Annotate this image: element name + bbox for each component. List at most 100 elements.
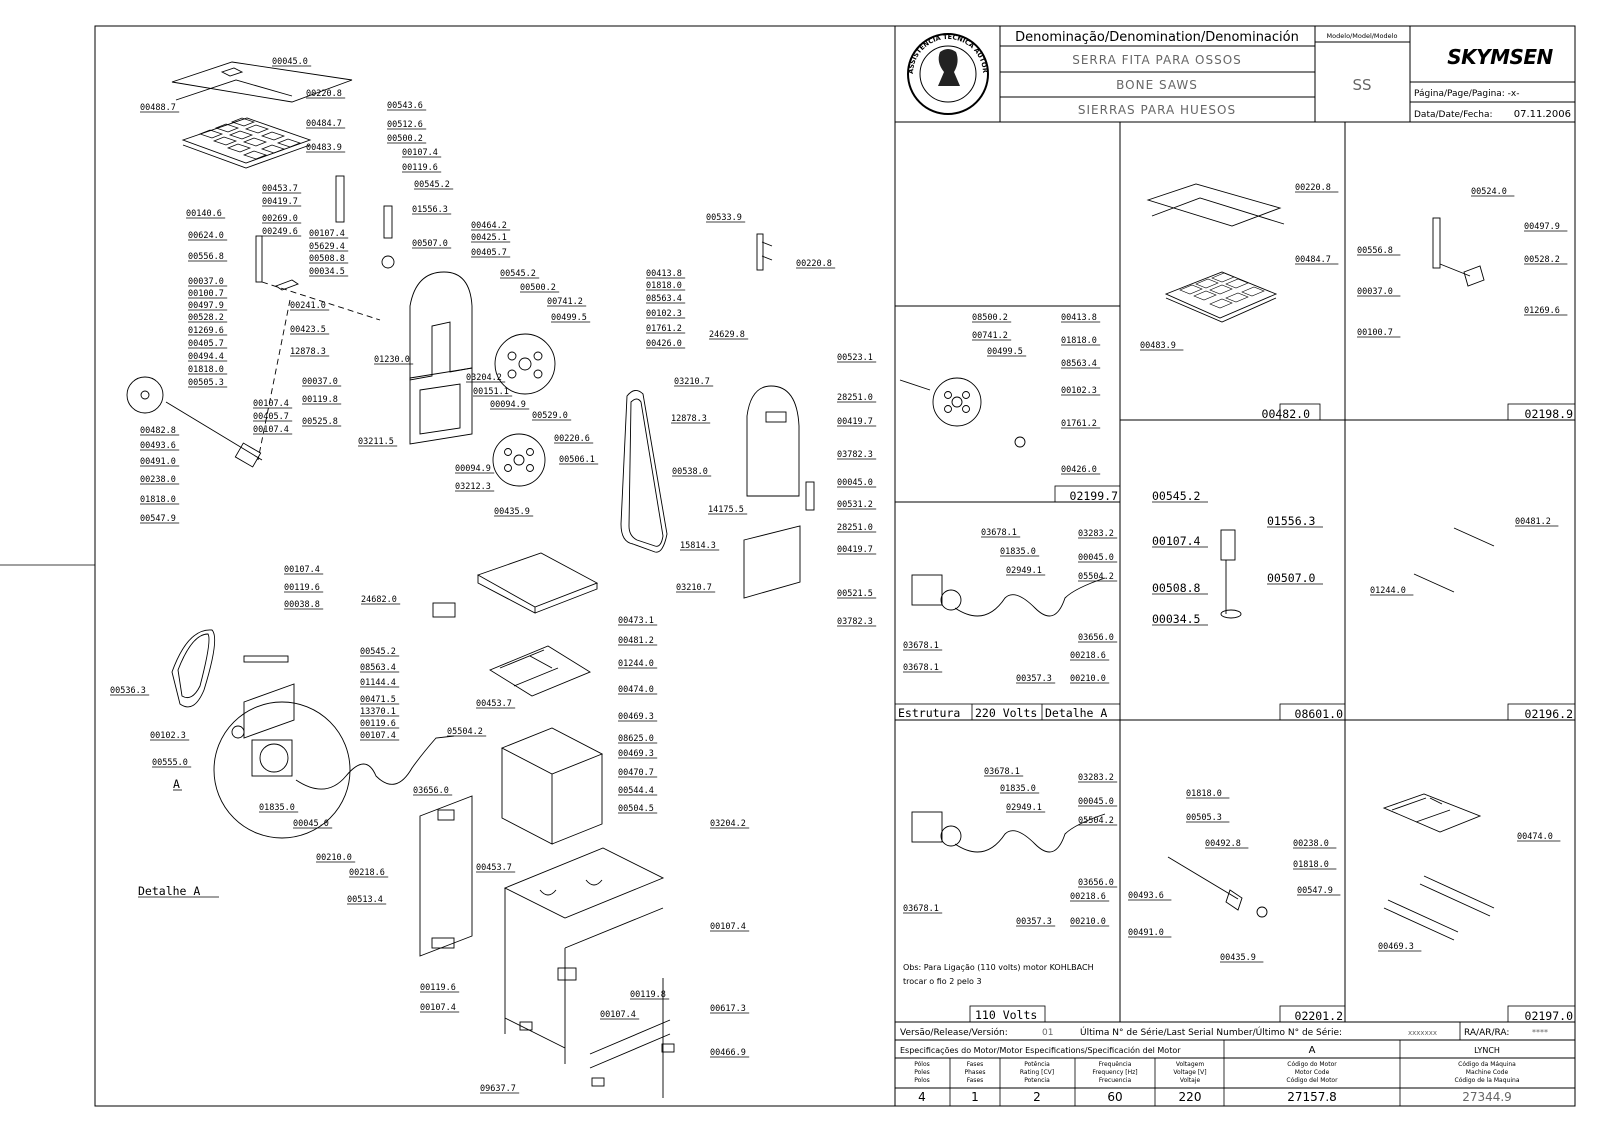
panel-part-label: 00741.2 — [972, 331, 1008, 341]
panel-part-label: 03678.1 — [903, 641, 939, 651]
title-block: ASSISTÊNCIA TÉCNICA AUTORIZADA Denominaç… — [0, 0, 1575, 122]
part-label: 12878.3 — [290, 347, 326, 357]
part-label: 00545.2 — [360, 647, 396, 657]
panel-part-label: 00357.3 — [1016, 917, 1052, 927]
part-label: 00555.0 — [152, 758, 188, 768]
panel-part-label: 00499.5 — [987, 347, 1023, 357]
panel-part-label: 00497.9 — [1524, 222, 1560, 232]
part-label: 00453.7 — [476, 699, 512, 709]
part-label: 03204.2 — [466, 373, 502, 383]
machine-code-value: 27344.9 — [1462, 1090, 1512, 1104]
panel-part-label: 01556.3 — [1267, 514, 1316, 528]
panel-part-label: 00481.2 — [1515, 517, 1551, 527]
panel-part-label: 01818.0 — [1186, 789, 1222, 799]
part-label: 00469.3 — [618, 712, 654, 722]
part-label: 00423.5 — [290, 325, 326, 335]
part-label: 00107.4 — [360, 731, 396, 741]
panel-part-label: 00528.2 — [1524, 255, 1560, 265]
part-label: 00741.2 — [547, 297, 583, 307]
col-phases-pt: Fases — [967, 1061, 984, 1068]
part-label: 00413.8 — [646, 269, 682, 279]
part-label: 00107.4 — [284, 565, 320, 575]
part-label: 00504.5 — [618, 804, 654, 814]
part-label: A — [173, 777, 180, 791]
note-line-1: Obs: Para Ligação (110 volts) motor KOHL… — [903, 963, 1094, 972]
part-label: 00466.9 — [710, 1048, 746, 1058]
part-label: 24682.0 — [361, 595, 397, 605]
part-label: 00513.4 — [347, 895, 383, 905]
part-label: 09637.7 — [480, 1084, 516, 1094]
svg-text:ASSISTÊNCIA TÉCNICA AUTORIZADA: ASSISTÊNCIA TÉCNICA AUTORIZADA — [0, 0, 989, 74]
part-label: 00500.2 — [387, 134, 423, 144]
part-label: 00107.4 — [253, 425, 289, 435]
part-label: 00500.2 — [520, 283, 556, 293]
panel-part-label: 02949.1 — [1006, 803, 1042, 813]
motor-a: A — [1309, 1045, 1316, 1056]
model-value: SS — [1352, 76, 1371, 94]
page-label: Página/Page/Pagina: -x- — [1414, 89, 1520, 99]
part-label: 00528.2 — [188, 313, 224, 323]
col-phases-en: Phases — [964, 1069, 985, 1076]
part-label: 12878.3 — [671, 414, 707, 424]
part-label: 00241.0 — [290, 301, 326, 311]
part-label: 01818.0 — [140, 495, 176, 505]
part-label: 00525.8 — [302, 417, 338, 427]
name-en: BONE SAWS — [1116, 78, 1198, 92]
panel-part-label: 02949.1 — [1006, 566, 1042, 576]
col-machine-code-pt: Código da Máquina — [1458, 1061, 1516, 1068]
serial-value: xxxxxxx — [1408, 1029, 1437, 1037]
panel-part-label: 01244.0 — [1370, 586, 1406, 596]
part-label: 05504.2 — [447, 727, 483, 737]
version-label: Versão/Release/Versión: — [900, 1027, 1008, 1038]
panel-part-label: 00037.0 — [1357, 287, 1393, 297]
part-label: 00405.7 — [471, 248, 507, 258]
part-label: 00119.6 — [420, 983, 456, 993]
col-poles-en: Poles — [914, 1069, 930, 1076]
authorized-service-seal: ASSISTÊNCIA TÉCNICA AUTORIZADA — [0, 0, 989, 115]
drawing-frame — [94, 25, 1576, 1107]
part-label: 00529.0 — [532, 411, 568, 421]
panel-part-label: 00210.0 — [1070, 674, 1106, 684]
caption-estrutura: Estrutura — [898, 706, 960, 720]
version-value: 01 — [1042, 1028, 1053, 1038]
part-label: 00426.0 — [646, 339, 682, 349]
poles-value: 4 — [918, 1090, 926, 1104]
part-label: 00538.0 — [672, 467, 708, 477]
panel-part-label: 05504.2 — [1078, 572, 1114, 582]
part-label: 01761.2 — [646, 324, 682, 334]
part-label: 00484.7 — [306, 119, 342, 129]
part-label: 00435.9 — [494, 507, 530, 517]
part-label: 28251.0 — [837, 523, 873, 533]
col-motor-code-pt: Código do Motor — [1287, 1061, 1337, 1068]
panel-part-label: 00484.7 — [1295, 255, 1331, 265]
part-label: 00507.0 — [412, 239, 448, 249]
part-label: 00107.4 — [600, 1010, 636, 1020]
seal-text: ASSISTÊNCIA TÉCNICA AUTORIZADA — [0, 0, 989, 74]
part-label: 00419.7 — [837, 417, 873, 427]
part-label: 00545.2 — [414, 180, 450, 190]
main-part-labels: 00045.000220.800488.700484.700483.900543… — [110, 57, 877, 1094]
part-label: 00100.7 — [188, 289, 224, 299]
panel-part-label: 00545.2 — [1152, 489, 1200, 503]
col-motor-code-es: Código del Motor — [1286, 1077, 1338, 1084]
part-label: 00521.5 — [837, 589, 873, 599]
part-label: 01144.4 — [360, 678, 396, 688]
panel-part-label: 00238.0 — [1293, 839, 1329, 849]
part-label: 00107.4 — [253, 399, 289, 409]
col-machine-code-en: Machine Code — [1466, 1069, 1509, 1076]
part-label: 00453.7 — [476, 863, 512, 873]
part-label: 01244.0 — [618, 659, 654, 669]
part-label: 00464.2 — [471, 221, 507, 231]
caption-220v: Estrutura 220 Volts Detalhe A — [894, 703, 1121, 721]
panel-id-02197: 02197.0 — [1525, 1009, 1574, 1023]
panel-part-label: 03678.1 — [903, 904, 939, 914]
part-label: 00119.6 — [284, 583, 320, 593]
panel-part-label: 00218.6 — [1070, 892, 1106, 902]
part-label: 00481.2 — [618, 636, 654, 646]
part-label: 01818.0 — [646, 281, 682, 291]
part-label: 00220.6 — [554, 434, 590, 444]
part-label: 03782.3 — [837, 450, 873, 460]
panel-id-02198: 02198.9 — [1525, 407, 1574, 421]
part-label: 00624.0 — [188, 231, 224, 241]
panel-part-label: 00492.8 — [1205, 839, 1241, 849]
